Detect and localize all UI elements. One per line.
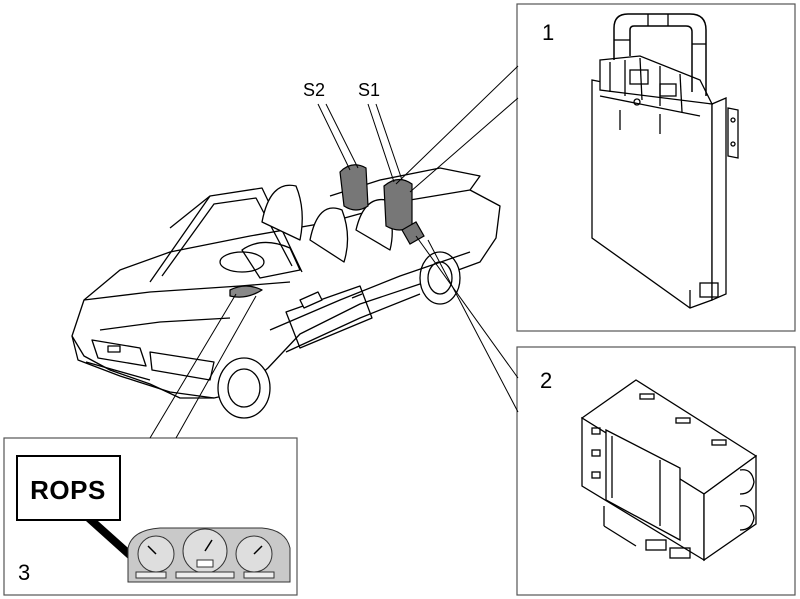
panel-2: 2 — [516, 346, 796, 596]
callout-2-label: 2 — [540, 368, 552, 393]
callout-1-label: 1 — [542, 20, 554, 45]
sensor-s2-label: S2 — [303, 80, 325, 100]
rollover-sensor-s2 — [339, 164, 369, 211]
panel-3: 3 ROPS — [3, 437, 298, 596]
rollover-sensor-s1 — [383, 178, 413, 231]
rops-warning-text: ROPS — [30, 475, 106, 505]
rops-module-on-car — [401, 221, 425, 245]
car-drawing — [71, 167, 501, 419]
leader-lines — [149, 65, 519, 439]
rops-module-drawing — [580, 379, 758, 562]
instrument-cluster — [127, 527, 291, 583]
control-module-drawing — [591, 13, 739, 309]
callout-3-label: 3 — [18, 560, 30, 585]
sensor-s1-label: S1 — [358, 80, 380, 100]
rops-warning-symbol: ROPS — [16, 455, 121, 521]
panel-1: 1 — [516, 3, 796, 332]
